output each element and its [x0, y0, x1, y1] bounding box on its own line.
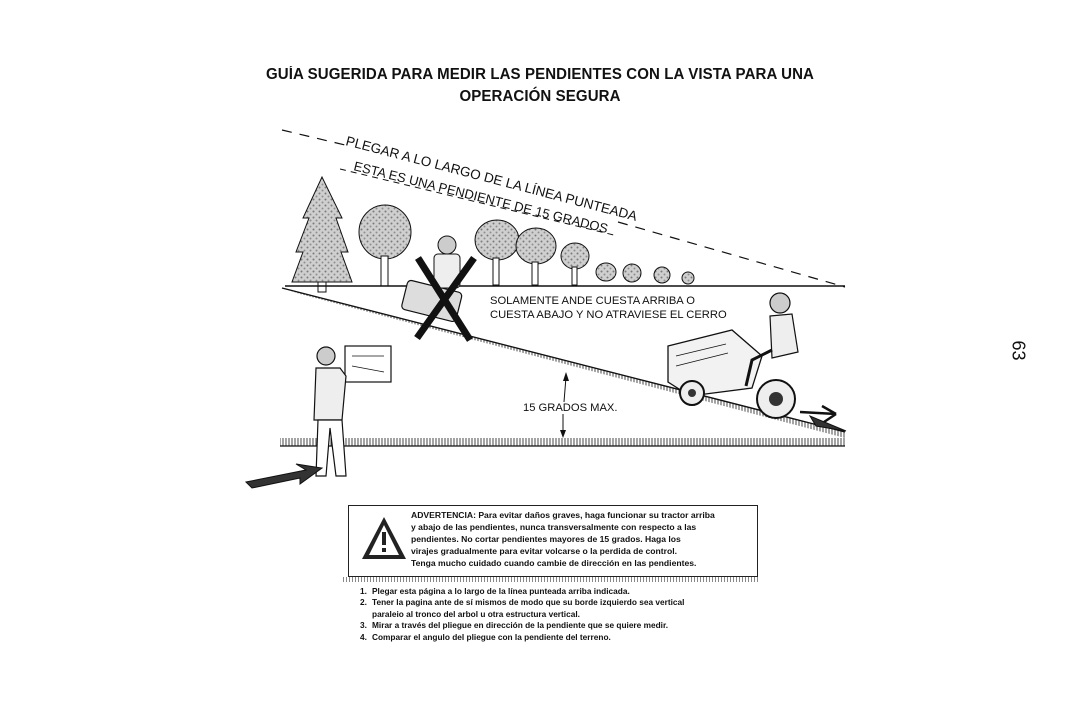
step-number: 2. [360, 597, 367, 608]
flat-ground [280, 438, 845, 447]
warning-text: ADVERTENCIA: Para evitar daños graves, h… [411, 509, 753, 569]
person-measuring [244, 345, 392, 489]
angle-marker [560, 372, 569, 438]
step-item: 2. Tener la pagina ante de sí mismos de … [360, 597, 780, 620]
instruction-steps: 1. Plegar esta página a lo largo de la l… [360, 586, 780, 643]
warning-line-3: pendientes. No cortar pendientes mayores… [411, 534, 681, 545]
page-title-line-1: GUÍA SUGERIDA PARA MEDIR LAS PENDIENTES … [265, 66, 815, 83]
warning-box: ADVERTENCIA: Para evitar daños graves, h… [343, 505, 760, 582]
warning-box-shadow [343, 577, 760, 582]
tree-line [285, 175, 845, 293]
step-text: Comparar el angulo del pliegue con la pe… [372, 631, 611, 642]
crossed-out-tractor [401, 235, 477, 342]
warning-line-1: ADVERTENCIA: Para evitar daños graves, h… [411, 510, 715, 520]
step-text: Mirar a través del pliegue en dirección … [372, 620, 669, 631]
page-title: GUÍA SUGERIDA PARA MEDIR LAS PENDIENTES … [230, 64, 851, 108]
warning-line-4: virajes gradualmente para evitar volcars… [411, 546, 678, 557]
step-number: 3. [360, 620, 367, 631]
step-number: 4. [360, 631, 367, 642]
step-item: 4. Comparar el angulo del pliegue con la… [360, 632, 780, 643]
warning-line-2: y abajo de las pendientes, nunca transve… [411, 522, 697, 533]
page-number: 63 [1008, 340, 1029, 361]
page-title-line-2: OPERACIÓN SEGURA [459, 88, 621, 105]
fold-line [281, 129, 846, 288]
instruction-line-1: SOLAMENTE ANDE CUESTA ARRIBA O [490, 295, 695, 307]
warning-triangle-icon [362, 517, 406, 559]
tractor-uphill [667, 292, 847, 432]
angle-label: 15 GRADOS MAX. [523, 402, 618, 414]
step-number: 1. [360, 586, 367, 596]
step-item: 1. Plegar esta página a lo largo de la l… [360, 586, 780, 597]
step-text-continued: paraleio al tronco del arbol u otra estr… [372, 608, 580, 619]
instruction-line-2: CUESTA ABAJO Y NO ATRAVIESE EL CERRO [490, 309, 727, 321]
step-text: Tener la pagina ante de sí mismos de mod… [372, 597, 685, 608]
step-item: 3. Mirar a través del pliegue en direcci… [360, 620, 780, 631]
warning-line-5: Tenga mucho cuidado cuando cambie de dir… [411, 558, 697, 569]
step-text: Plegar esta página a lo largo de la líne… [372, 586, 630, 596]
